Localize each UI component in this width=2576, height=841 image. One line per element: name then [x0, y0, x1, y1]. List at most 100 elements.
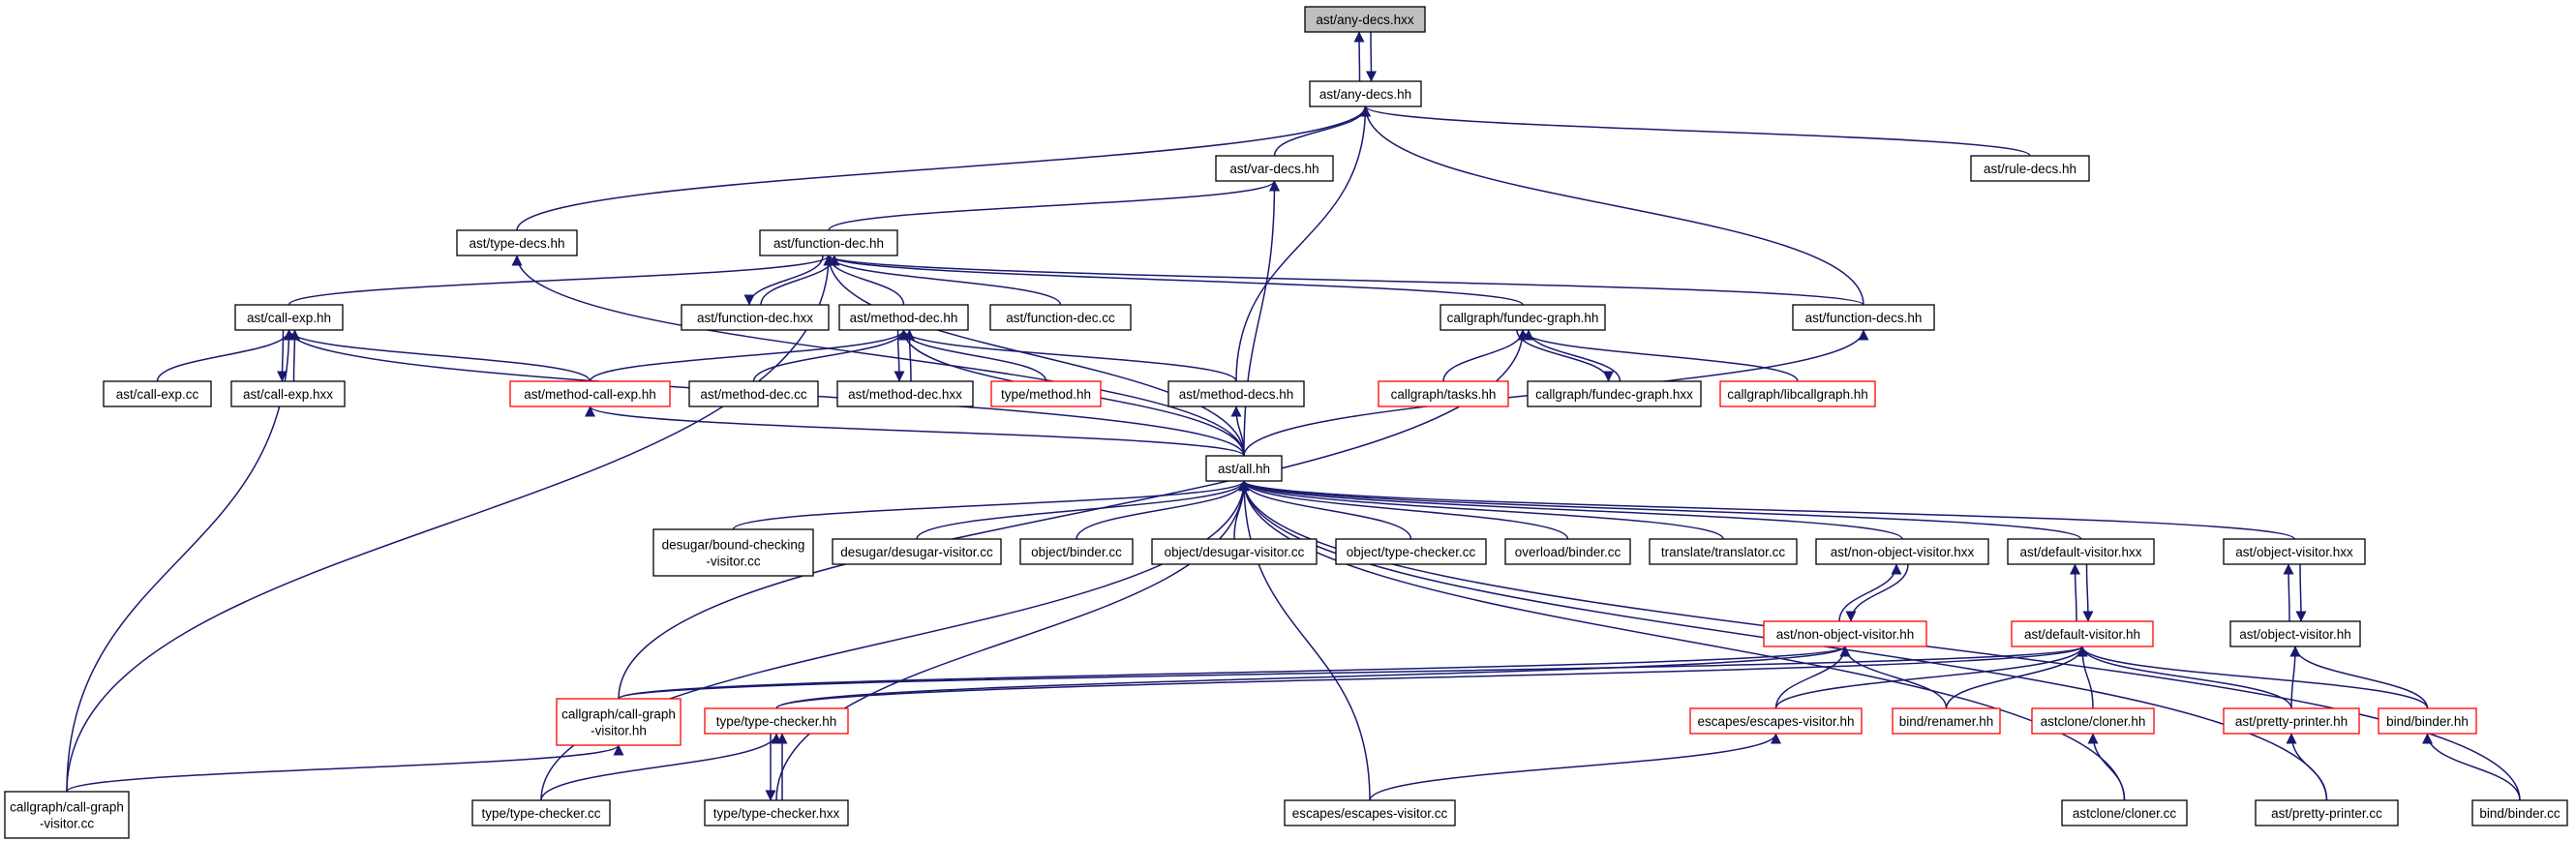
node-functiondecs_hh[interactable]: ast/function-decs.hh: [1792, 304, 1935, 331]
edge-methoddecs_hh-to-anydecs_hh: [1235, 105, 1371, 382]
node-objtypechecker_cc[interactable]: object/type-checker.cc: [1335, 538, 1487, 565]
node-fundecgraph_hxx[interactable]: callgraph/fundec-graph.hxx: [1527, 380, 1702, 407]
node-bindbinder_hh[interactable]: bind/binder.hh: [2378, 707, 2477, 735]
edge-bindbinder_hh-to-objvisitor_hh: [2289, 646, 2429, 709]
edge-objvisitor_hxx-to-all_hh: [1238, 480, 2295, 540]
edge-all_hh-to-typedecs_hh: [511, 255, 1245, 457]
node-ruledecs_hh[interactable]: ast/rule-decs.hh: [1970, 155, 2090, 182]
node-libcallgraph_hh[interactable]: callgraph/libcallgraph.hh: [1719, 380, 1876, 407]
node-box: [2031, 707, 2155, 735]
node-functiondec_cc[interactable]: ast/function-dec.cc: [989, 304, 1132, 331]
node-cloner_hh[interactable]: astclone/cloner.hh: [2031, 707, 2155, 735]
node-callgraphvisitor_hh[interactable]: callgraph/call-graph-visitor.hh: [556, 698, 682, 746]
node-box: [688, 380, 819, 407]
node-overloadbinder_cc[interactable]: overload/binder.cc: [1504, 538, 1631, 565]
node-label: -visitor.cc: [40, 817, 95, 831]
node-typedecs_hh[interactable]: ast/type-decs.hh: [456, 229, 578, 256]
node-box: [2061, 799, 2188, 826]
node-typechecker_cc[interactable]: type/type-checker.cc: [471, 799, 611, 826]
node-bindbinder_cc[interactable]: bind/binder.cc: [2471, 799, 2568, 826]
node-methodcallexp_hh[interactable]: ast/method-call-exp.hh: [509, 380, 671, 407]
node-box: [2223, 707, 2360, 735]
node-objvisitor_hxx[interactable]: ast/object-visitor.hxx: [2223, 538, 2366, 565]
node-cloner_cc[interactable]: astclone/cloner.cc: [2061, 799, 2188, 826]
node-box: [471, 799, 611, 826]
node-methoddec_hxx[interactable]: ast/method-dec.hxx: [836, 380, 974, 407]
node-methoddecs_hh[interactable]: ast/method-decs.hh: [1167, 380, 1305, 407]
edge-nonobjvisitor_hh-to-nonobjvisitor_hxx: [1838, 563, 1902, 622]
node-prettyprinter_cc[interactable]: ast/pretty-printer.cc: [2255, 799, 2399, 826]
node-label: ast/any-decs.hxx: [1316, 13, 1414, 27]
node-callexp_hh[interactable]: ast/call-exp.hh: [234, 304, 344, 331]
node-cgtasks_hh[interactable]: callgraph/tasks.hh: [1378, 380, 1509, 407]
node-typechecker_hxx[interactable]: type/type-checker.hxx: [704, 799, 849, 826]
edge-vardecs_hh-to-anydecs_hh: [1273, 105, 1371, 157]
node-nonobjvisitor_hh[interactable]: ast/non-object-visitor.hh: [1763, 620, 1927, 647]
edge-callgraphvisitor_hh-to-defaultvisitor_hh: [618, 646, 2087, 700]
edge-typechecker_cc-to-all_hh: [540, 480, 1250, 801]
node-escapesvisitor_hh[interactable]: escapes/escapes-visitor.hh: [1689, 707, 1863, 735]
node-all_hh[interactable]: ast/all.hh: [1205, 455, 1283, 482]
node-functiondec_hxx[interactable]: ast/function-dec.hxx: [681, 304, 830, 331]
node-box: [1378, 380, 1509, 407]
node-boundchecking_cc[interactable]: desugar/bound-checking-visitor.cc: [652, 528, 814, 577]
node-defaultvisitor_hh[interactable]: ast/default-visitor.hh: [2011, 620, 2154, 647]
node-callexp_cc[interactable]: ast/call-exp.cc: [103, 380, 212, 407]
node-box: [1284, 799, 1456, 826]
node-label: callgraph/call-graph: [561, 707, 676, 722]
edge-renamer_hh-to-nonobjvisitor_hh: [1839, 646, 1948, 709]
node-nonobjvisitor_hxx[interactable]: ast/non-object-visitor.hxx: [1815, 538, 1989, 565]
edge-typechecker_hh-to-defaultvisitor_hh: [775, 646, 2088, 709]
node-label: ast/method-dec.cc: [700, 387, 807, 402]
node-callexp_hxx[interactable]: ast/call-exp.hxx: [230, 380, 346, 407]
node-label: ast/function-decs.hh: [1805, 311, 1923, 325]
node-box: [1892, 707, 2001, 735]
node-typemethod_hh[interactable]: type/method.hh: [990, 380, 1102, 407]
node-desugarvisitor_cc[interactable]: desugar/desugar-visitor.cc: [832, 538, 1002, 565]
edge-all_hh-to-methoddecs_hh: [1230, 405, 1245, 457]
node-methoddec_hh[interactable]: ast/method-dec.hh: [838, 304, 969, 331]
edge-callexp_hh-to-functiondec_hh: [288, 255, 834, 306]
edge-objtypechecker_cc-to-all_hh: [1238, 480, 1412, 540]
edge-cloner_cc-to-cloner_hh: [2087, 733, 2126, 801]
node-objdesugar_cc[interactable]: object/desugar-visitor.cc: [1151, 538, 1318, 565]
node-label: callgraph/call-graph: [10, 800, 124, 815]
edge-typemethod_hh-to-methoddec_hh: [898, 329, 1047, 382]
node-box: [2011, 620, 2154, 647]
edge-functiondecs_hh-to-anydecs_hh: [1360, 105, 1864, 306]
node-label: object/type-checker.cc: [1347, 545, 1476, 559]
edge-anydecs_hxx-to-anydecs_hh: [1365, 31, 1377, 82]
node-anydecs_hh[interactable]: ast/any-decs.hh: [1309, 80, 1422, 107]
node-defaultvisitor_hxx[interactable]: ast/default-visitor.hxx: [2007, 538, 2155, 565]
node-methoddec_cc[interactable]: ast/method-dec.cc: [688, 380, 819, 407]
node-label: ast/call-exp.hxx: [243, 387, 333, 402]
node-box: [989, 304, 1132, 331]
node-box: [2378, 707, 2477, 735]
node-callgraphvisitor_cc[interactable]: callgraph/call-graph -visitor.cc: [4, 791, 130, 839]
edge-fundecgraph_hxx-to-fundecgraph_hh: [1523, 329, 1621, 382]
node-box: [1309, 80, 1422, 107]
node-translator_cc[interactable]: translate/translator.cc: [1649, 538, 1798, 565]
node-box: [2223, 538, 2366, 565]
node-fundecgraph_hh[interactable]: callgraph/fundec-graph.hh: [1440, 304, 1606, 331]
node-label: ast/all.hh: [1218, 462, 1270, 476]
node-box: [1763, 620, 1927, 647]
node-renamer_hh[interactable]: bind/renamer.hh: [1892, 707, 2001, 735]
node-prettyprinter_hh[interactable]: ast/pretty-printer.hh: [2223, 707, 2360, 735]
edge-typechecker_hh-to-nonobjvisitor_hh: [775, 646, 1851, 709]
node-box: [556, 698, 682, 746]
node-box: [759, 229, 898, 256]
node-functiondec_hh[interactable]: ast/function-dec.hh: [759, 229, 898, 256]
node-vardecs_hh[interactable]: ast/var-decs.hh: [1215, 155, 1334, 182]
node-escapesvisitor_cc[interactable]: escapes/escapes-visitor.cc: [1284, 799, 1456, 826]
node-typechecker_hh[interactable]: type/type-checker.hh: [704, 707, 849, 735]
edge-callexp_hh-to-callexp_hxx: [277, 329, 288, 382]
node-objbinder_cc[interactable]: object/binder.cc: [1019, 538, 1134, 565]
node-objvisitor_hh[interactable]: ast/object-visitor.hh: [2229, 620, 2361, 647]
node-box: [1440, 304, 1606, 331]
node-box: [234, 304, 344, 331]
edge-escapesvisitor_cc-to-escapesvisitor_hh: [1369, 733, 1781, 801]
edge-typechecker_cc-to-typechecker_hh: [540, 733, 782, 801]
node-label: callgraph/fundec-graph.hh: [1447, 311, 1599, 325]
edge-all_hh-to-methodcallexp_hh: [585, 405, 1245, 457]
